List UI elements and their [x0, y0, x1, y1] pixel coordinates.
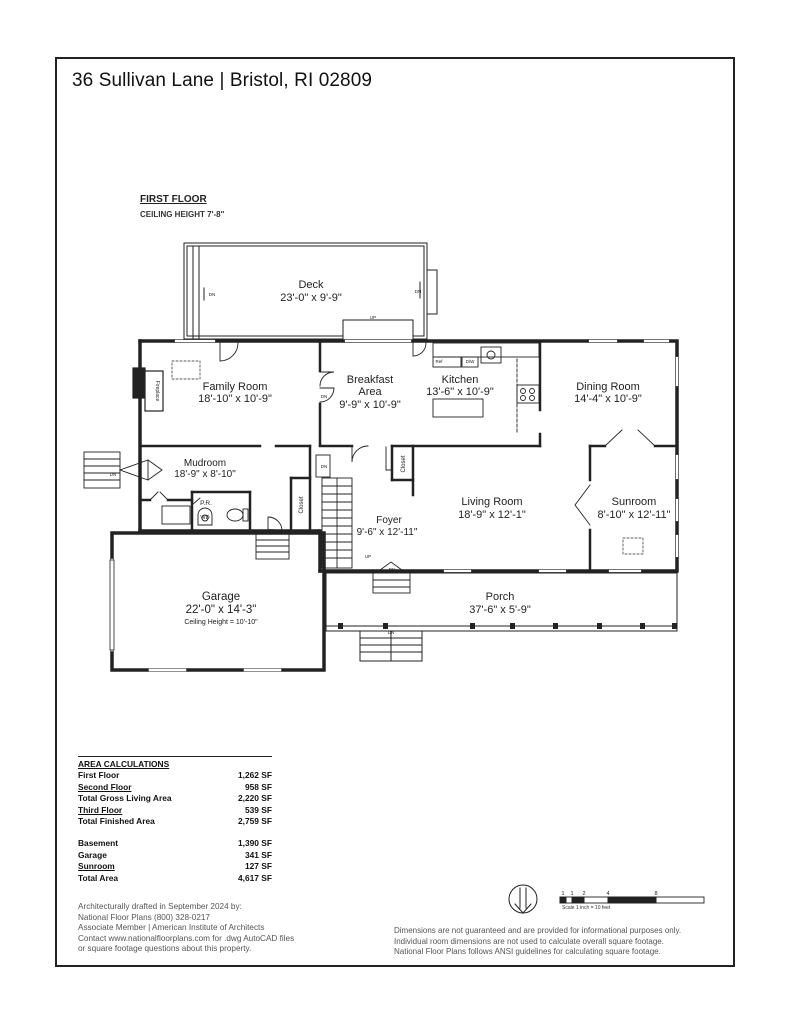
- scale-tick-4: 8: [654, 891, 657, 897]
- disclaimer-line: Dimensions are not guaranteed and are pr…: [394, 926, 682, 935]
- porch-outline: [325, 572, 678, 662]
- washer-dryer-label: WD: [200, 515, 209, 521]
- deck-up: UP: [370, 315, 376, 320]
- mudroom-dims: 18'-9" x 8'-10": [174, 469, 236, 480]
- fridge-label: Ref: [435, 359, 443, 364]
- foyer-dims: 9'-6" x 12'-11": [357, 527, 418, 538]
- credit-line: Contact www.nationalfloorplans.com for .…: [78, 933, 295, 943]
- deck-dn-right: DN: [415, 289, 422, 294]
- scale-tick-3: 4: [606, 891, 609, 897]
- breakfast-name-line2: Area: [358, 386, 382, 398]
- dining-room-name: Dining Room: [576, 381, 640, 393]
- mudroom-closet-label: Closet: [299, 496, 305, 513]
- porch-dims: 37'-6" x 5'-9": [469, 604, 531, 616]
- kitchen-dims: 13'-6" x 10'-9": [426, 386, 494, 398]
- interior-walls: [140, 341, 679, 571]
- porch-dn: DN: [388, 630, 395, 635]
- garage-name: Garage: [202, 591, 240, 603]
- fireplace-fixture: [132, 367, 164, 412]
- windows: [174, 339, 679, 573]
- deck-dn-left: DN: [209, 292, 216, 297]
- credit-line: Associate Member | American Institute of…: [78, 923, 265, 933]
- sunroom-name: Sunroom: [612, 496, 657, 508]
- fireplace-label: Fireplace: [154, 381, 160, 402]
- credit-line: Architecturally drafted in September 202…: [78, 902, 242, 911]
- stair-up: UP: [365, 554, 371, 559]
- family-room-dims: 18'-10" x 10'-9": [198, 393, 272, 405]
- breakfast-dims: 9'-9" x 10'-9": [339, 399, 401, 411]
- skylights: [171, 360, 644, 555]
- kitchen-fixtures: [412, 342, 540, 433]
- kitchen-name: Kitchen: [442, 374, 479, 386]
- scale-ticks: 1 1 2 4 8: [561, 891, 657, 897]
- foyer-dn: DN: [321, 464, 328, 469]
- foyer-name: Foyer: [376, 515, 402, 526]
- credit-line: National Floor Plans (800) 328-0217: [78, 912, 210, 922]
- family-room-name: Family Room: [203, 381, 268, 393]
- mudroom-steps: [83, 451, 121, 489]
- garage-dn: DN: [269, 528, 276, 533]
- plan-sheet: [55, 57, 735, 967]
- porch-name: Porch: [486, 591, 515, 603]
- living-room-dims: 18'-9" x 12'-1": [458, 509, 526, 521]
- page-title: 36 Sullivan Lane | Bristol, RI 02809: [72, 70, 373, 91]
- mudroom-name: Mudroom: [184, 458, 226, 469]
- staircase: [315, 454, 353, 569]
- sunroom-dims: 8'-10" x 12'-11": [598, 509, 671, 521]
- disclaimer-line: National Floor Plans follows ANSI guidel…: [394, 947, 661, 957]
- drafting-credits: Architecturally drafted in September 202…: [78, 902, 294, 955]
- bathroom-fixtures: [161, 505, 249, 526]
- door-swings: [118, 342, 656, 532]
- garage-ceiling: Ceiling Height = 10'-10": [184, 619, 258, 626]
- foyer-closet-label: Closet: [401, 455, 407, 472]
- scale-tick-0: 1: [561, 891, 564, 897]
- north-arrow: [508, 884, 538, 914]
- scale-caption: Scale 1 inch = 10 feet: [562, 905, 611, 911]
- scale-tick-1: 1: [570, 891, 573, 897]
- scale-bar: [559, 896, 705, 904]
- mudroom-dn: DN: [110, 472, 117, 477]
- ceiling-height: CEILING HEIGHT 7'-8": [140, 210, 225, 219]
- living-room-name: Living Room: [461, 496, 522, 508]
- deck-outline: [183, 242, 438, 341]
- scale-tick-2: 2: [582, 891, 585, 897]
- porch-columns: [338, 623, 677, 629]
- dishwasher-label: D/W: [466, 359, 476, 364]
- garage-dims: 22'-0" x 14'-3": [186, 604, 257, 616]
- breakfast-name-line1: Breakfast: [347, 374, 393, 386]
- deck-dims: 23'-0" x 9'-9": [280, 292, 342, 304]
- deck-name: Deck: [298, 279, 324, 291]
- breakfast-dn: DN: [321, 394, 328, 399]
- credit-line: or square footage questions about this p…: [78, 944, 252, 954]
- disclaimer-line: Individual room dimensions are not used …: [394, 936, 664, 946]
- floor-name: FIRST FLOOR: [140, 194, 207, 205]
- garage-steps: [255, 532, 290, 560]
- dining-room-dims: 14'-4" x 10'-9": [574, 393, 642, 405]
- area-calc-title: AREA CALCULATIONS: [78, 756, 272, 769]
- front-dn: DN: [389, 567, 396, 572]
- disclaimer: Dimensions are not guaranteed and are pr…: [394, 926, 681, 958]
- powder-room-label: P.R.: [200, 500, 212, 507]
